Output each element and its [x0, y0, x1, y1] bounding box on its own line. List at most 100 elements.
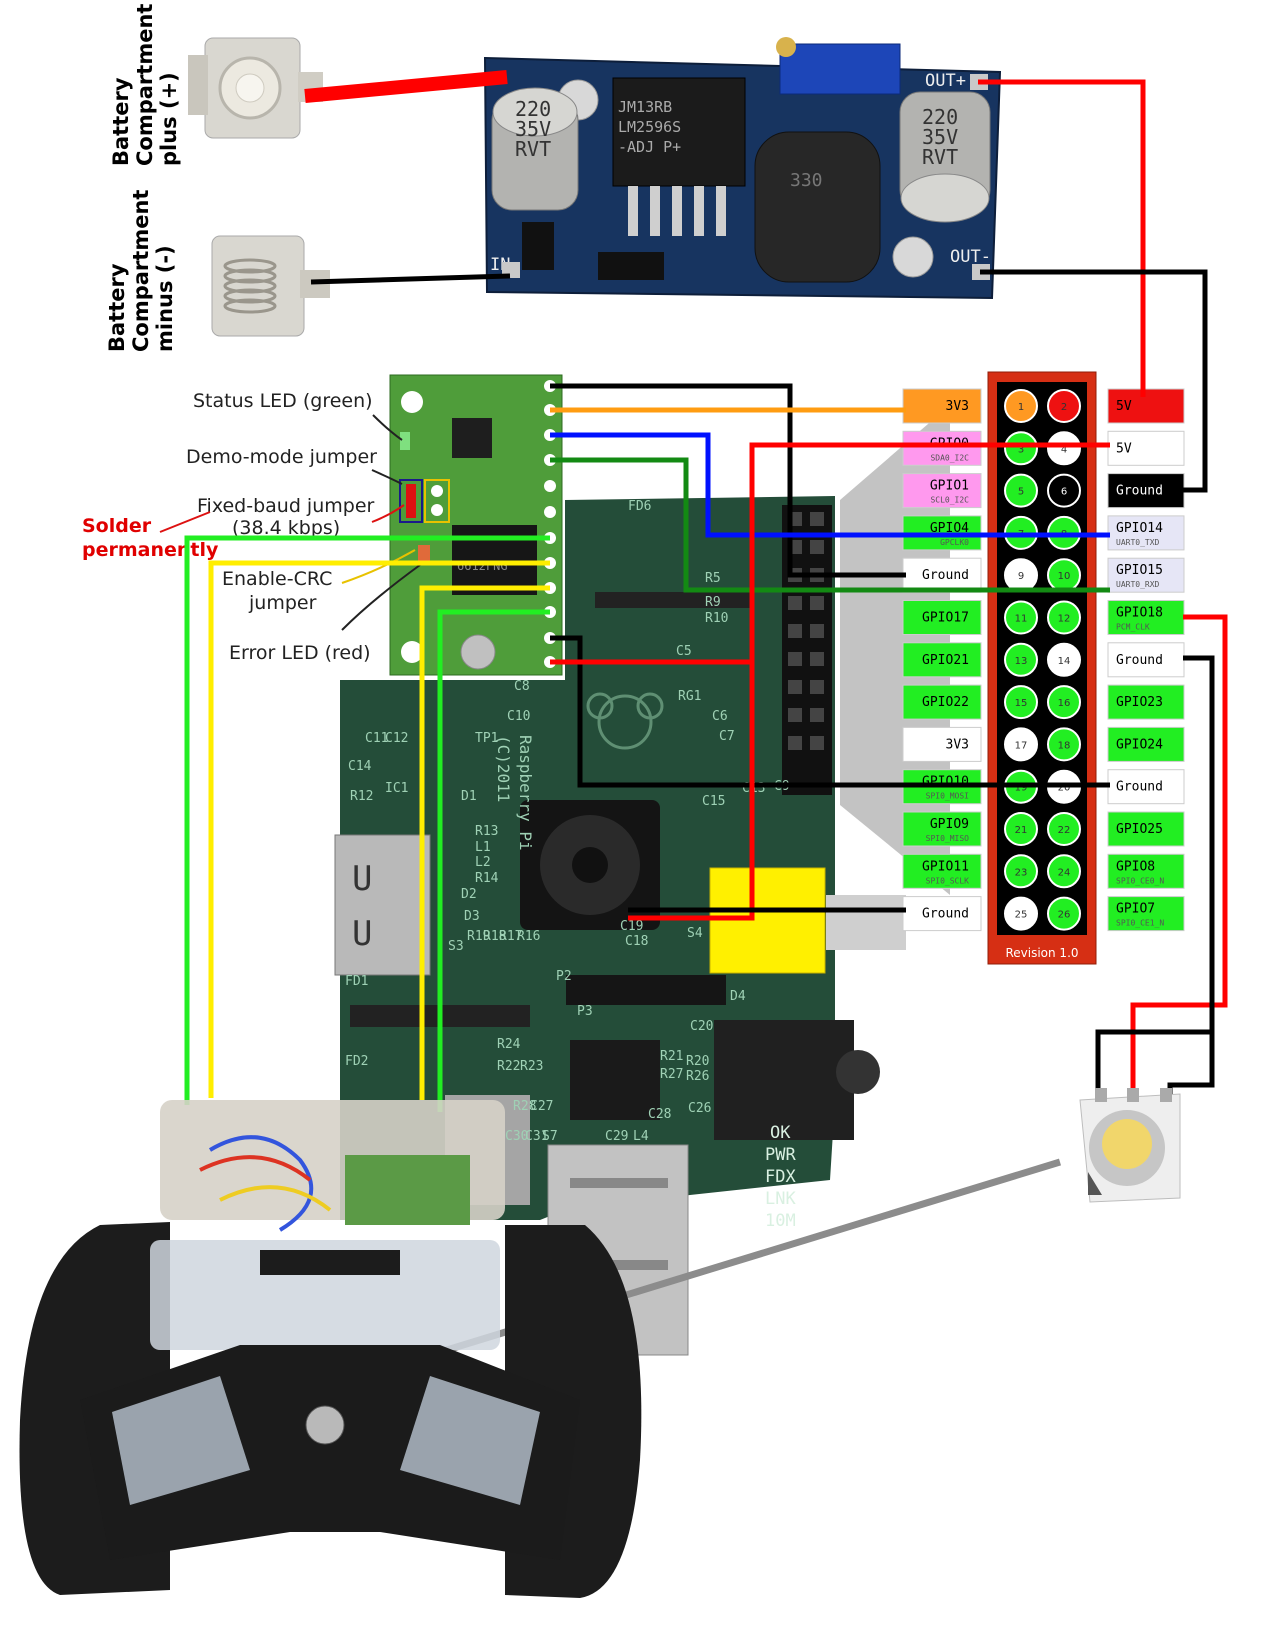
pin-number: 16 [1058, 698, 1071, 709]
wire-motor-green-2 [437, 609, 550, 1112]
pin-number: 26 [1058, 910, 1071, 921]
silk-label: C14 [348, 759, 372, 774]
cap-left-line-3: RVT [515, 137, 551, 161]
silk-label: C15 [702, 794, 725, 809]
pin-circle [1047, 600, 1081, 635]
wire-motor-yellow-1 [208, 560, 550, 1098]
demo-jumper-label: Demo-mode jumper [186, 446, 377, 468]
pin-circle [1047, 389, 1081, 423]
pin-number: 23 [1015, 867, 1028, 878]
silk-label: C20 [690, 1019, 713, 1034]
wire-led-data [1130, 614, 1228, 1095]
pin-number: 25 [1015, 910, 1028, 921]
silk-label: C7 [719, 729, 735, 744]
pin-number: 1 [1018, 402, 1024, 413]
pin-function: SPI0_SCLK [926, 876, 970, 885]
wire-battery-minus [310, 273, 511, 285]
silk-label: C18 [625, 934, 648, 949]
pin-label-box [902, 896, 982, 932]
pin-function: UART0_TXD [1116, 538, 1160, 547]
pin-function: SPI0_CE1_N [1116, 919, 1164, 928]
wire-controller-vin-ground [550, 635, 1110, 788]
regulator-chip: JM13RB LM2596S -ADJ P+ [612, 77, 746, 236]
pin-name: GPIO21 [922, 653, 969, 668]
silk-label: FD1 [345, 974, 368, 989]
regulator-inductor: 330 [754, 131, 881, 283]
silk-label: C27 [530, 1099, 553, 1114]
pin-circle [1047, 812, 1081, 846]
silk-label: L1 [475, 840, 491, 855]
pin-label-box [902, 388, 982, 424]
silk-label: C11 [365, 731, 388, 746]
pin-number: 3 [1018, 444, 1024, 455]
solder-label-2: permanently [82, 539, 219, 561]
pin-number: 19 [1015, 783, 1028, 794]
pin-label-box [902, 853, 982, 889]
pin-circle [1004, 685, 1038, 720]
fixed-baud-label-2: (38.4 kbps) [232, 517, 340, 539]
pin-circle [1004, 431, 1038, 466]
pin-function: SPI0_CE0_N [1116, 876, 1164, 885]
pin-circle [1047, 473, 1081, 508]
pin-name: GPIO15 [1116, 563, 1163, 578]
pin-label-box [902, 642, 982, 678]
cap-right-line-2: 35V [922, 125, 958, 149]
pin-number: 10 [1058, 571, 1071, 582]
pin-name: 5V [1116, 399, 1132, 414]
silk-label: R12 [350, 789, 373, 804]
pin-name: 3V3 [946, 399, 969, 414]
silk-label: C12 [385, 731, 408, 746]
pin-number: 15 [1015, 698, 1028, 709]
silk-label: S3 [448, 939, 464, 954]
demo-mode-jumper [399, 479, 423, 523]
wire-ground-supply [980, 269, 1208, 493]
chip-line-2: LM2596S [618, 118, 681, 136]
led-fdx: FDX [765, 1167, 796, 1187]
silk-label: R16 [517, 929, 540, 944]
pi-silkscreen: FD6R5R9R10C5C8C10TP1RG2RG1C6C7C9C13C15C1… [345, 499, 790, 1144]
silk-label: D1 [461, 789, 477, 804]
pin-number: 20 [1058, 783, 1071, 794]
pin-label-box [1107, 473, 1185, 509]
pin-function: SDA0_I2C [930, 453, 969, 462]
pin-label-box [902, 811, 982, 847]
wire-motor-yellow-2 [419, 585, 550, 1100]
silk-label: FD2 [345, 1054, 368, 1069]
silk-label: C5 [676, 644, 692, 659]
header-pin-row: 3V3 1 [902, 388, 1038, 424]
silk-label: R23 [520, 1059, 543, 1074]
header-pin-row: GPIO21 13 [902, 642, 1038, 678]
pin-function: SPI0_MOSI [926, 792, 970, 801]
inductor-label: 330 [790, 170, 823, 191]
pin-number: 9 [1018, 571, 1024, 582]
pin-label-box [1107, 684, 1185, 720]
led-pwr: PWR [765, 1145, 796, 1165]
enable-crc-label-1: Enable-CRC [222, 568, 332, 590]
silk-label: R18 [483, 929, 506, 944]
pin-circle [1004, 812, 1038, 846]
motor-controller-board: 6612FNG [389, 374, 563, 676]
pin-circle [1004, 896, 1038, 931]
enable-crc-label-2: jumper [248, 592, 317, 614]
regulator-cap-left: 220 35V RVT [491, 87, 579, 211]
silk-label: C30 [505, 1129, 528, 1144]
regulator-cap-right: 220 35V RVT [899, 91, 991, 223]
svg-text:U: U [352, 859, 372, 899]
pin-number: 13 [1015, 656, 1028, 667]
silk-label: L2 [475, 855, 491, 870]
pin-circle [1004, 473, 1038, 508]
silk-label: C19 [620, 919, 643, 934]
pin-number: 14 [1058, 656, 1071, 667]
